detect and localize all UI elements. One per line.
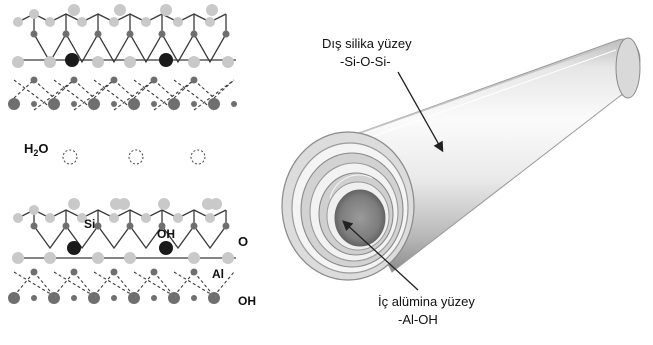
lower-layer-dashed-bonds: [13, 271, 235, 297]
water-label: H2O: [24, 141, 49, 158]
inner-surface-formula: -Al-OH: [398, 312, 438, 327]
inner-surface-callout: İç alümina yüzey -Al-OH: [342, 220, 475, 327]
outer-surface-callout: Dış silika yüzey -Si-O-Si-: [322, 36, 444, 153]
oxygen-label: O: [238, 234, 248, 249]
outer-surface-arrow: [397, 71, 444, 153]
aluminum-label: Al: [212, 267, 224, 281]
outer-surface-title: Dış silika yüzey: [322, 36, 412, 51]
water-molecules: [62, 149, 206, 165]
lattice-diagram: H2O: [8, 4, 256, 308]
outer-surface-formula: -Si-O-Si-: [340, 54, 391, 69]
lower-layer-atoms: [8, 198, 234, 304]
upper-layer-dashed-bonds: [13, 79, 235, 111]
tube-front-end: [281, 131, 415, 281]
upper-layer-atoms: [8, 4, 237, 110]
tube-illustration: [281, 37, 641, 281]
tube-far-end: [615, 37, 641, 99]
oh-inner-label: OH: [157, 227, 175, 241]
tube-seam: [339, 43, 613, 141]
oh-outer-label: OH: [238, 294, 256, 308]
si-label: Si: [84, 217, 95, 231]
inner-surface-title: İç alümina yüzey: [378, 294, 475, 309]
inner-surface-arrow: [342, 220, 419, 291]
